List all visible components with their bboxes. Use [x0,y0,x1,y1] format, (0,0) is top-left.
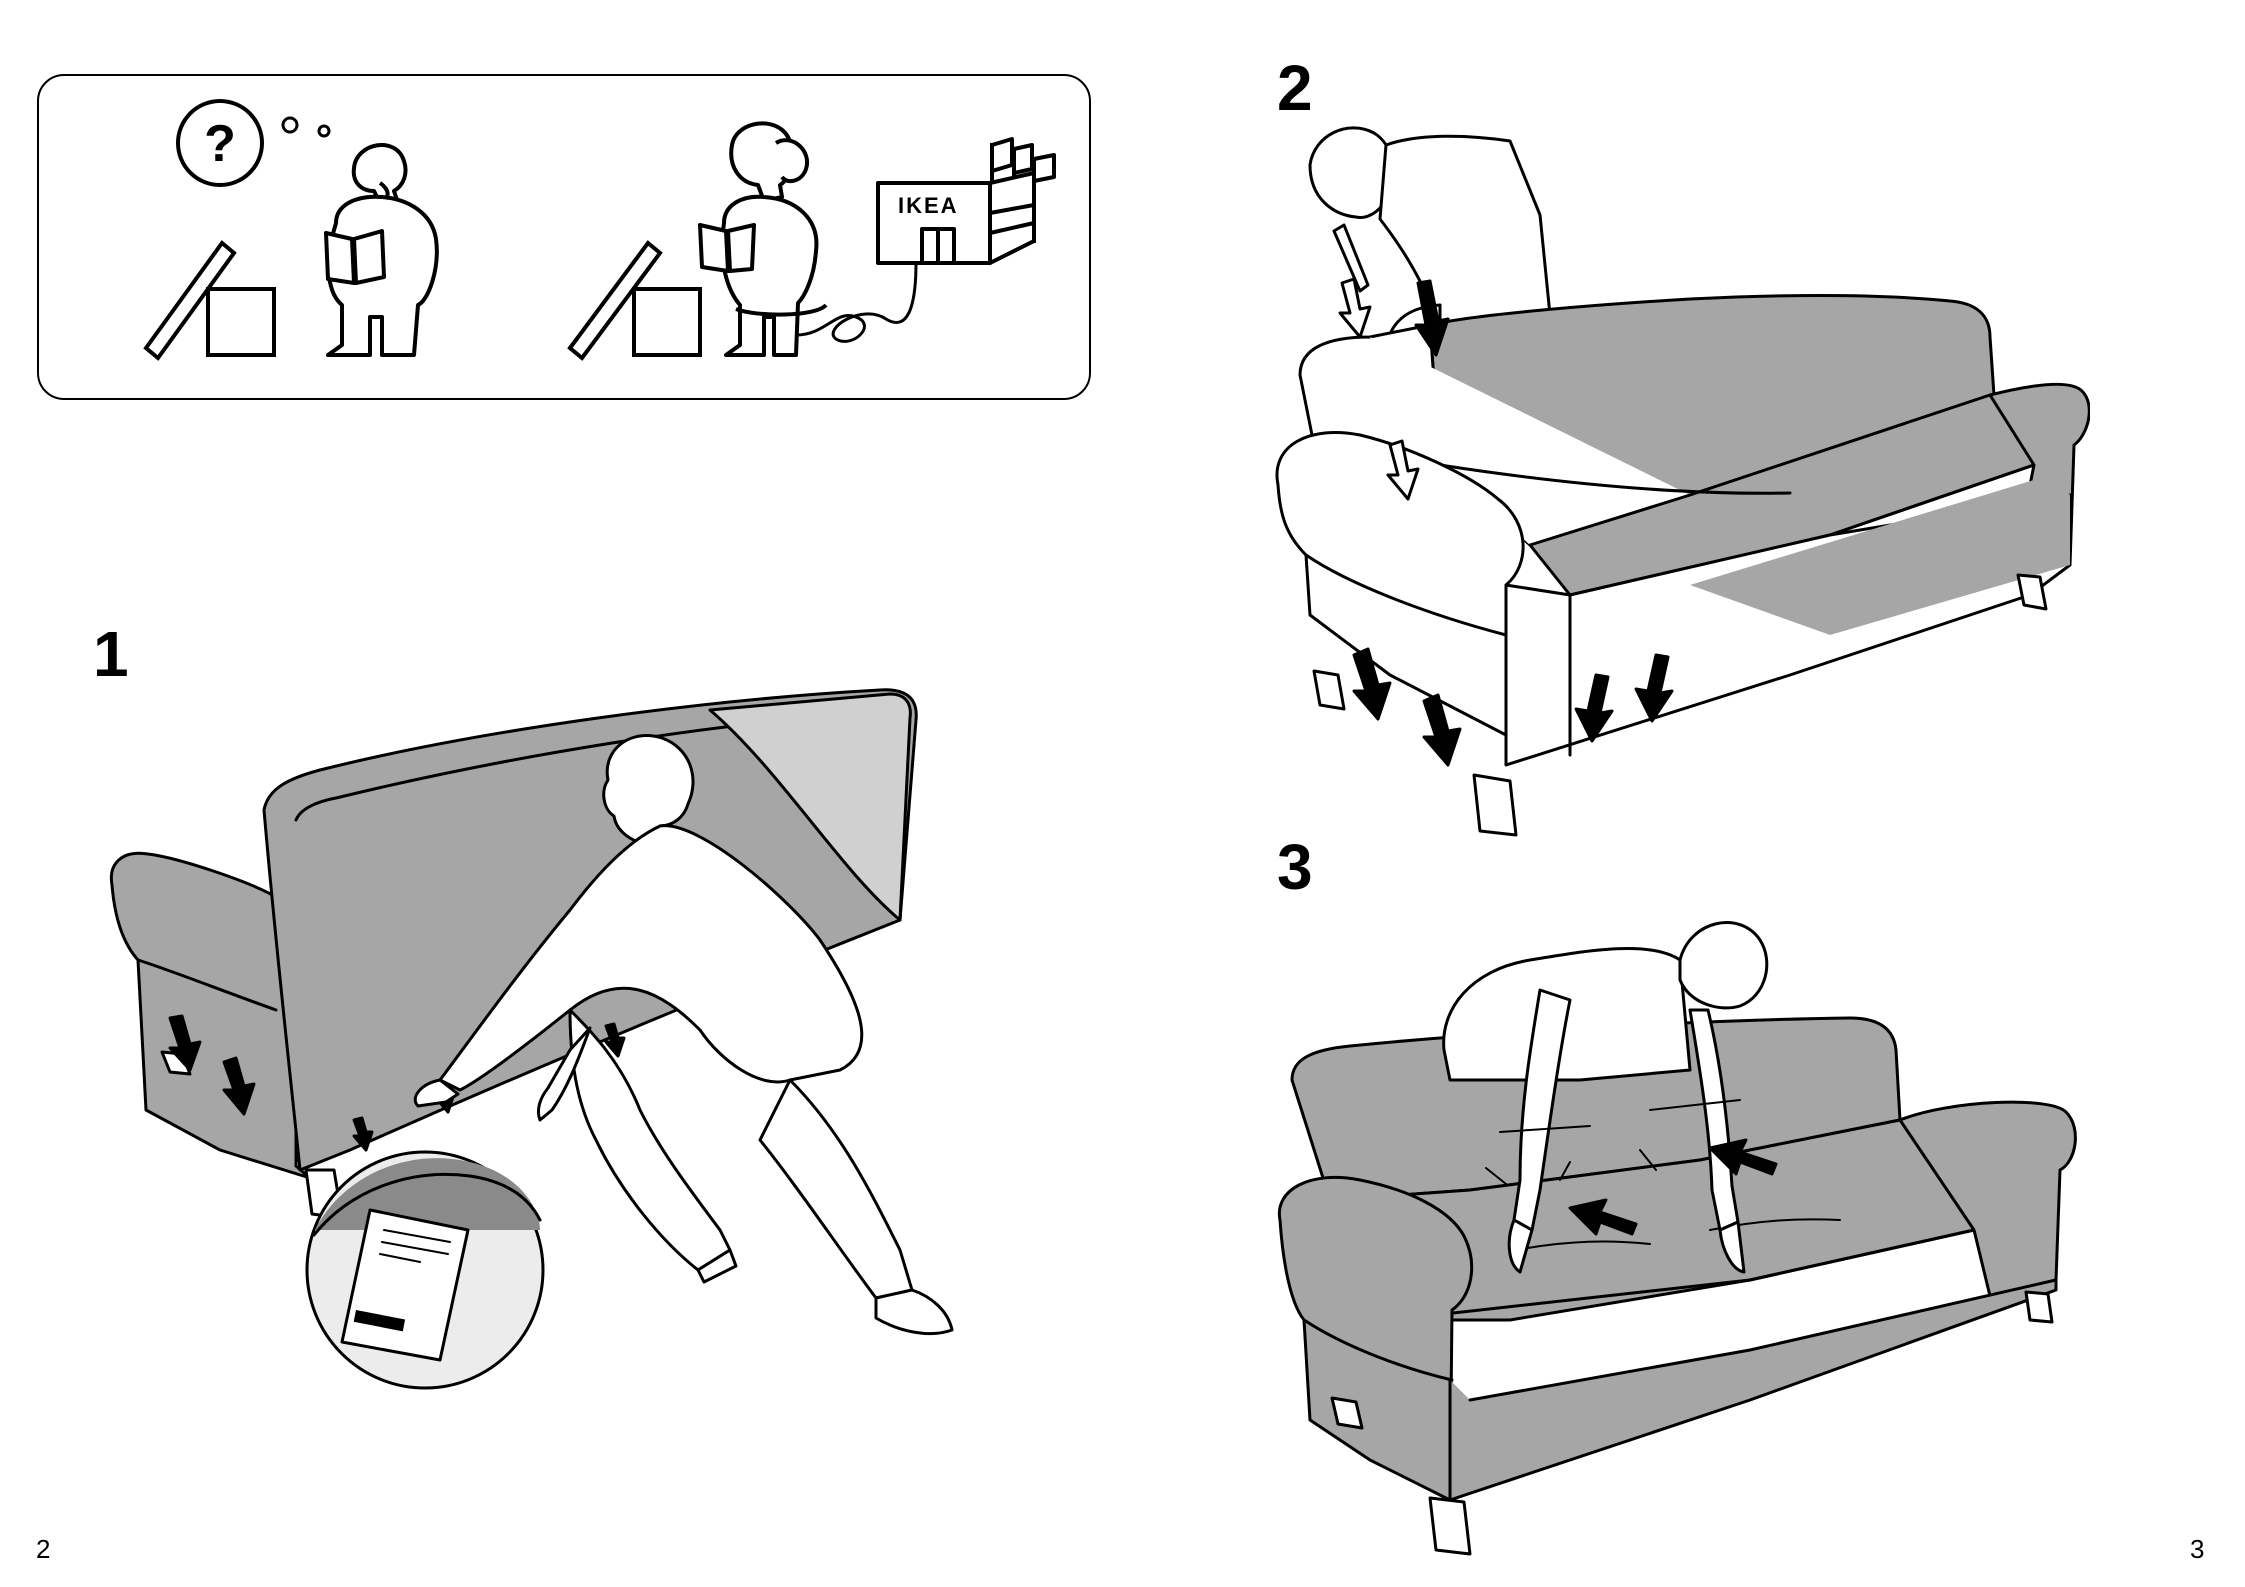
step-3-number: 3 [1277,835,1313,899]
help-panel: ? [36,73,1092,401]
help-panel-art: ? [36,73,1092,401]
sofa-leg-2 [1474,775,1516,835]
sofa-leg [1314,671,1344,709]
sofa-left-arm [1279,1177,1471,1500]
svg-text:?: ? [204,115,236,173]
step-2-illustration [1270,115,2090,845]
step-2-number: 2 [1277,56,1313,120]
step-2-art [1270,115,2090,845]
step-3-illustration [1270,900,2090,1560]
sofa-leg-3 [2026,1292,2052,1322]
label-magnifier [307,1152,543,1388]
step-1-illustration [100,670,1040,1390]
page-number-left: 2 [36,1536,50,1562]
sofa-leg-3 [2018,575,2046,609]
step-1-art [100,670,1040,1390]
sofa-leg [1332,1398,1362,1428]
ikea-sign-text: IKEA [898,193,959,218]
sofa-leg-2 [1430,1498,1470,1554]
page-number-right: 3 [2190,1536,2204,1562]
step-3-art [1270,900,2090,1560]
